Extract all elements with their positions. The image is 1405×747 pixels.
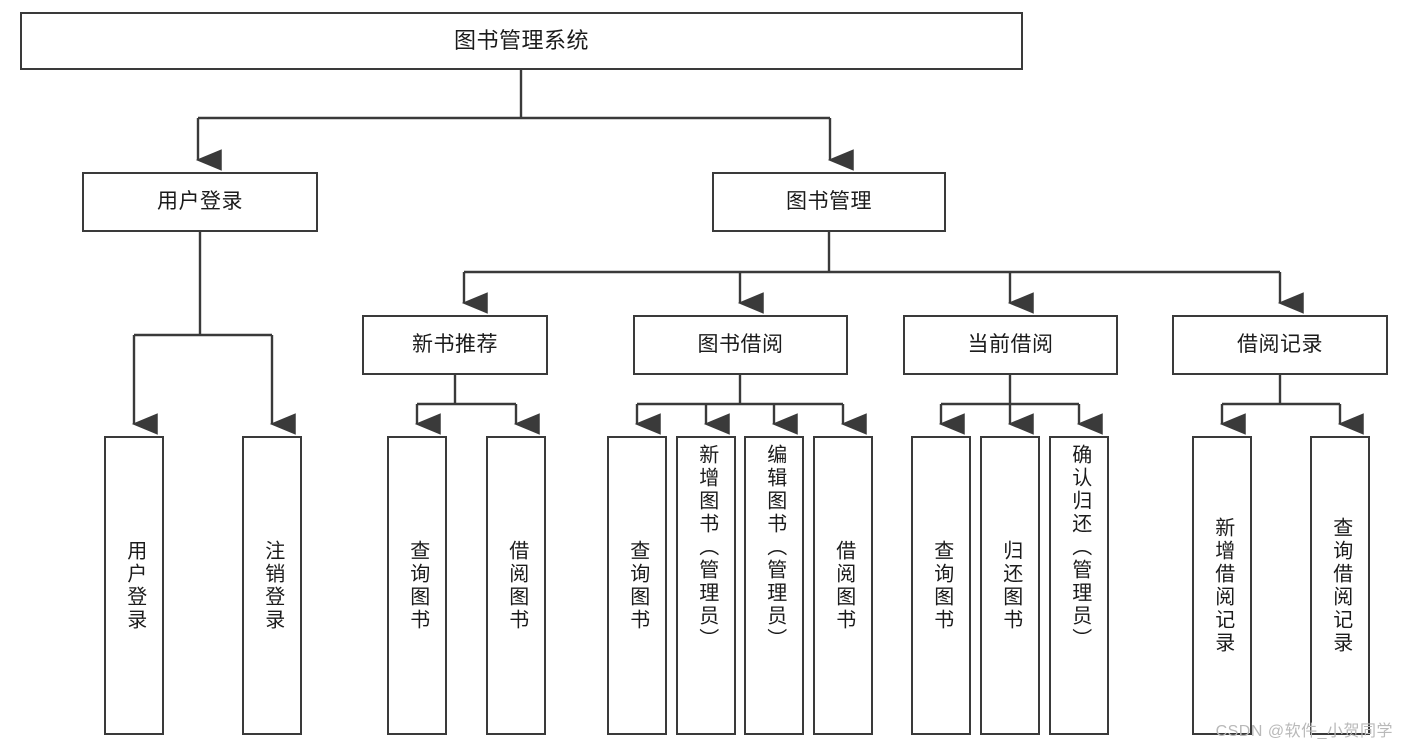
node-label: 图书管理 [786,189,872,213]
node-label: 新增图书（管理员） [695,444,718,651]
node-root-book-management-system[interactable]: 图书管理系统 [20,12,1023,70]
node-current-borrow[interactable]: 当前借阅 [903,315,1118,375]
node-label: 新增借阅记录 [1211,516,1234,655]
node-leaf-edit-book-admin[interactable]: 编辑图书（管理员） [744,436,804,735]
node-label: 归还图书 [999,539,1022,632]
node-book-management[interactable]: 图书管理 [712,172,946,232]
node-label: 查询图书 [406,539,429,632]
node-leaf-logout[interactable]: 注销登录 [242,436,302,735]
node-label: 图书管理系统 [453,28,589,54]
node-leaf-return-book[interactable]: 归还图书 [980,436,1040,735]
node-label: 图书借阅 [697,332,784,356]
node-label: 用户登录 [157,189,243,213]
node-label: 确认归还（管理员） [1068,444,1091,651]
node-label: 借阅记录 [1237,332,1323,356]
node-leaf-query-book-current[interactable]: 查询图书 [911,436,971,735]
node-label: 用户登录 [123,539,146,632]
node-leaf-confirm-return-admin[interactable]: 确认归还（管理员） [1049,436,1109,735]
node-leaf-user-login[interactable]: 用户登录 [104,436,164,735]
node-leaf-borrow-book-recommend[interactable]: 借阅图书 [486,436,546,735]
node-label: 查询借阅记录 [1329,516,1352,655]
node-new-book-recommend[interactable]: 新书推荐 [362,315,548,375]
node-label: 查询图书 [930,539,953,632]
node-label: 新书推荐 [412,332,498,356]
node-leaf-query-book-recommend[interactable]: 查询图书 [387,436,447,735]
node-label: 编辑图书（管理员） [763,444,786,651]
node-borrow-record[interactable]: 借阅记录 [1172,315,1388,375]
node-label: 查询图书 [626,539,649,632]
node-leaf-query-borrow-record[interactable]: 查询借阅记录 [1310,436,1370,735]
node-label: 借阅图书 [832,539,855,632]
node-label: 注销登录 [261,539,284,632]
node-leaf-query-book[interactable]: 查询图书 [607,436,667,735]
node-leaf-add-borrow-record[interactable]: 新增借阅记录 [1192,436,1252,735]
csdn-watermark: CSDN @软件_小贺同学 [1215,723,1393,740]
node-leaf-borrow-book[interactable]: 借阅图书 [813,436,873,735]
node-book-borrow[interactable]: 图书借阅 [633,315,848,375]
node-user-login[interactable]: 用户登录 [82,172,318,232]
node-leaf-add-book-admin[interactable]: 新增图书（管理员） [676,436,736,735]
node-label: 当前借阅 [967,332,1054,356]
node-label: 借阅图书 [505,539,528,632]
